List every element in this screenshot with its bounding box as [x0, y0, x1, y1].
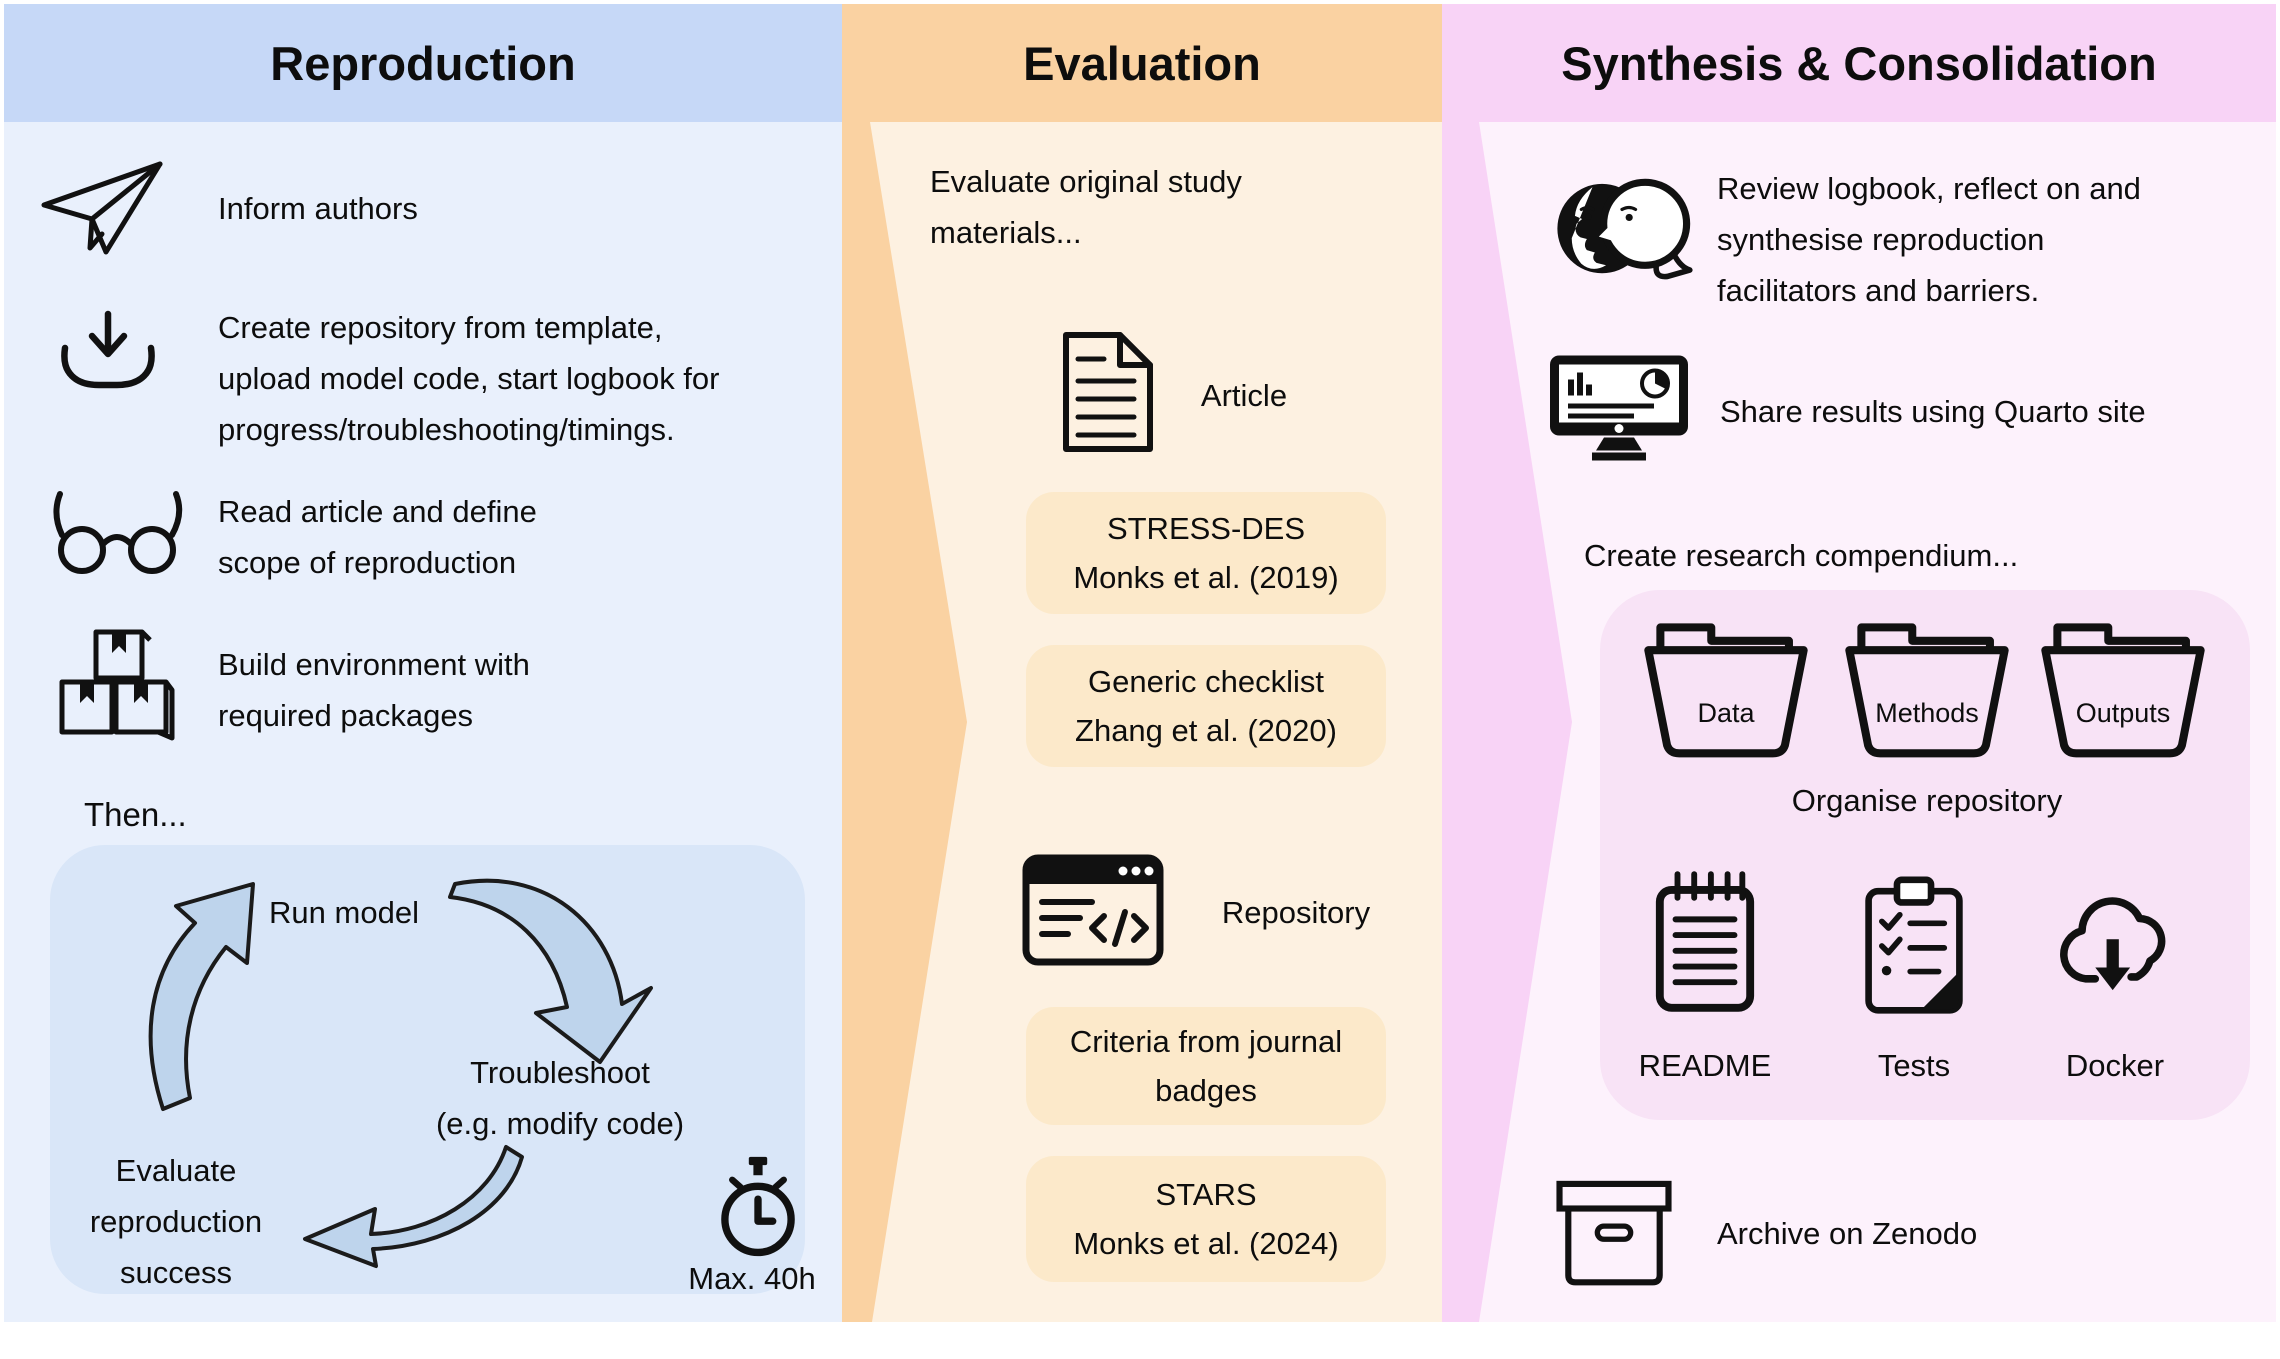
- evaluation-title: Evaluation: [1023, 36, 1261, 90]
- code-repository-icon: [1022, 854, 1164, 966]
- synthesis-title: Synthesis & Consolidation: [1561, 36, 2157, 90]
- archive-box-icon: [1556, 1178, 1672, 1290]
- tests-label: Tests: [1877, 1048, 1951, 1083]
- badge-stress-des: STRESS-DES Monks et al. (2019): [1026, 492, 1386, 614]
- folder-data-icon: [1633, 610, 1819, 760]
- reproduction-title: Reproduction: [270, 36, 576, 90]
- folder-outputs-label: Outputs: [2075, 698, 2171, 728]
- packages-icon: [54, 624, 176, 752]
- item-build-environment: Build environment with required packages: [218, 647, 530, 733]
- cycle-run-model: Run model: [269, 895, 419, 930]
- document-icon: [1058, 328, 1158, 456]
- repository-label: Repository: [1221, 895, 1371, 930]
- cloud-download-icon: [2050, 888, 2182, 998]
- reproduction-header-band: [4, 4, 842, 122]
- cycle-evaluate-success: Evaluate reproduction success: [89, 1153, 263, 1290]
- organise-repository-label: Organise repository: [1791, 783, 2063, 818]
- glasses-icon: [48, 488, 188, 580]
- item-read-article: Read article and define scope of reprodu…: [218, 494, 537, 580]
- archive-zenodo-text: Archive on Zenodo: [1717, 1216, 1978, 1251]
- clipboard-checklist-icon: [1858, 876, 1970, 1016]
- two-heads-icon: [1546, 160, 1706, 286]
- readme-label: README: [1638, 1048, 1772, 1083]
- folder-methods-icon: [1836, 610, 2018, 760]
- monitor-chart-icon: [1548, 350, 1690, 465]
- badge-journal-badges: Criteria from journal badges: [1026, 1007, 1386, 1125]
- docker-label: Docker: [2065, 1048, 2165, 1083]
- compendium-panel: [1600, 590, 2250, 1120]
- item-inform-authors: Inform authors: [218, 191, 418, 226]
- folder-outputs-icon: [2028, 610, 2218, 760]
- evaluation-intro: Evaluate original study materials...: [930, 164, 1242, 250]
- paper-plane-icon: [36, 158, 168, 258]
- share-results-text: Share results using Quarto site: [1720, 394, 2146, 429]
- then-label: Then...: [84, 796, 187, 833]
- item-create-repository: Create repository from template, upload …: [218, 310, 720, 447]
- badge-stars: STARS Monks et al. (2024): [1026, 1156, 1386, 1282]
- compendium-heading: Create research compendium...: [1584, 538, 2019, 573]
- folder-methods-label: Methods: [1875, 698, 1979, 728]
- cycle-troubleshoot: Troubleshoot (e.g. modify code): [435, 1055, 685, 1141]
- notepad-icon: [1650, 866, 1760, 1014]
- download-icon: [58, 308, 158, 396]
- cycle-timer-label: Max. 40h: [688, 1261, 816, 1296]
- folder-data-label: Data: [1697, 698, 1755, 728]
- article-label: Article: [1200, 378, 1288, 413]
- stopwatch-icon: [712, 1155, 812, 1267]
- review-logbook-text: Review logbook, reflect on and synthesis…: [1717, 171, 2141, 308]
- badge-generic-checklist: Generic checklist Zhang et al. (2020): [1026, 645, 1386, 767]
